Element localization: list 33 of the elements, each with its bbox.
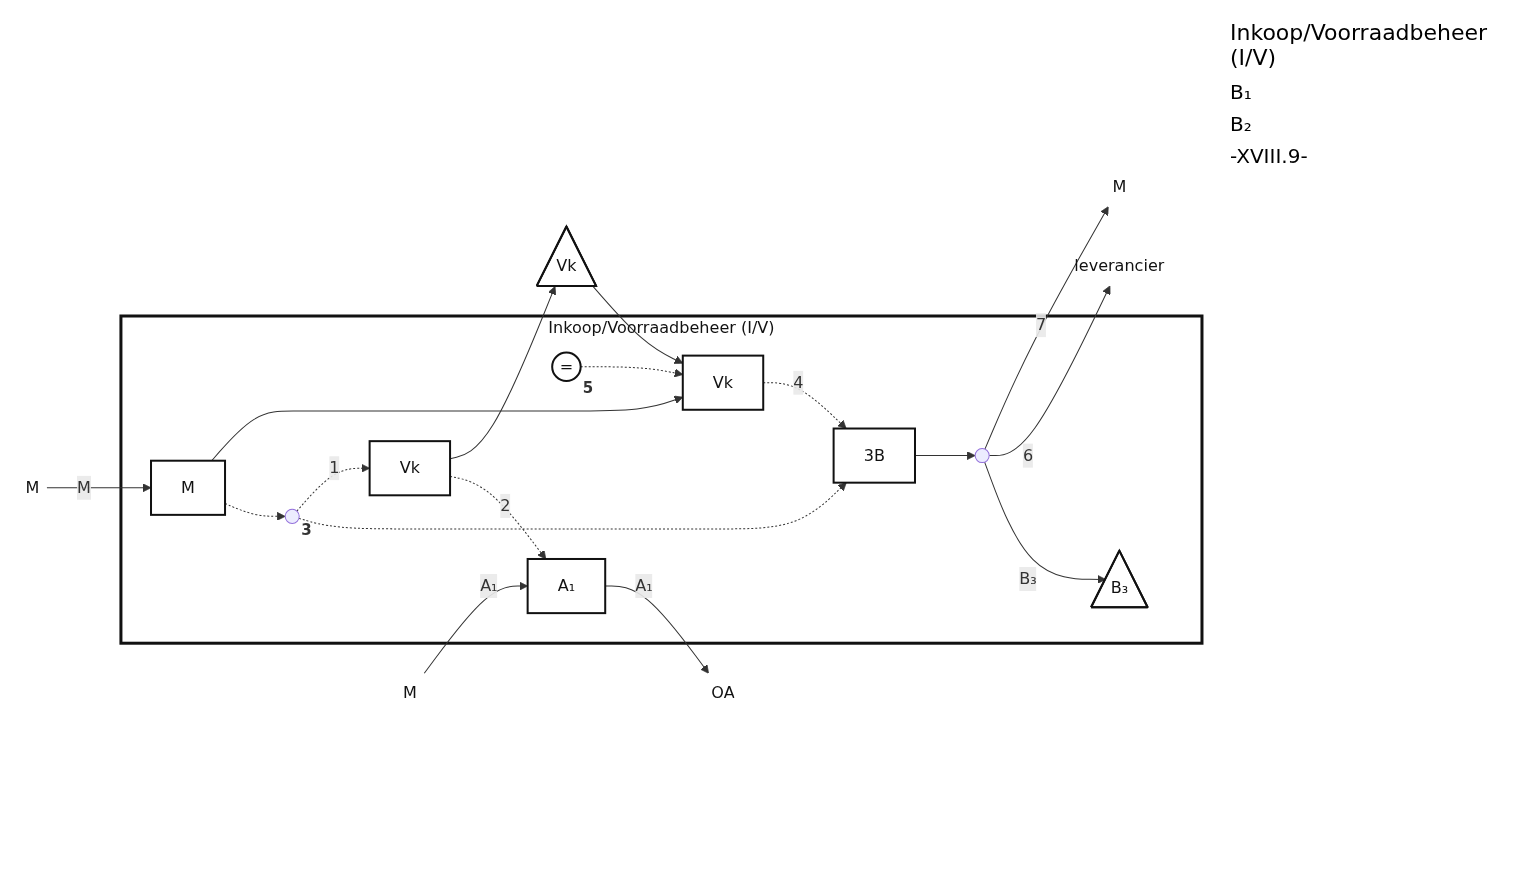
edge-label: B₃ (1019, 568, 1037, 588)
edge-label: 6 (1022, 445, 1034, 465)
edge-label: 7 (1035, 315, 1047, 335)
node-box: Vk (368, 440, 452, 497)
edge-label: A₁ (480, 576, 498, 596)
diagram-title: Inkoop/Voorraadbeheer (I/V) (1230, 20, 1489, 70)
node-circle: = (551, 351, 582, 382)
node-box: M (150, 459, 227, 516)
edge-label: 4 (793, 372, 804, 392)
edge-label: A₁ (635, 576, 653, 596)
node-text: M (402, 682, 417, 702)
node-text: M (25, 477, 40, 497)
node-circle (284, 508, 300, 524)
arrow (298, 482, 847, 530)
arrow (296, 463, 370, 512)
note-text: B₂ (1230, 112, 1253, 136)
arrow (914, 451, 976, 460)
note-text: B₁ (1230, 80, 1253, 104)
arrow (984, 206, 1109, 450)
node-text: OA (711, 682, 735, 702)
node-text: M (1112, 177, 1127, 197)
note-text: -XVIII.9- (1230, 144, 1309, 168)
node-number: 5 (582, 379, 594, 397)
edge-label: M (77, 477, 91, 497)
node-circle (974, 448, 990, 464)
node-text: leverancier (1074, 256, 1165, 276)
arrow (988, 285, 1111, 457)
node-box: Vk (681, 354, 765, 411)
node-box: 3B (832, 427, 916, 484)
edge-label: 1 (329, 458, 340, 478)
node-number: 3 (301, 521, 312, 540)
edge-label: 2 (500, 495, 511, 515)
node-box: A₁ (526, 557, 607, 615)
